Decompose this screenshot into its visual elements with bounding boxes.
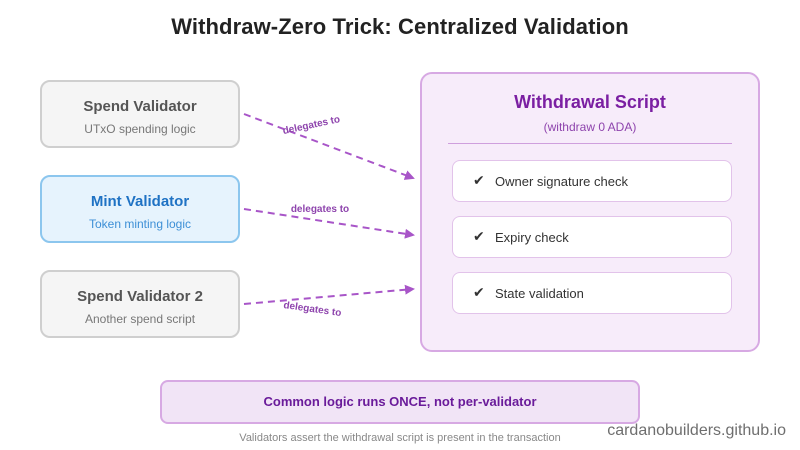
- checkmark-icon: ✔: [473, 228, 485, 244]
- check-label: Expiry check: [495, 230, 569, 245]
- arrow-mint-to-script: [243, 208, 415, 239]
- validator-subtitle: Token minting logic: [88, 217, 192, 231]
- summary-callout: Common logic runs ONCE, not per-validato…: [160, 380, 640, 424]
- arrow-label-1: delegates to: [282, 114, 341, 137]
- checkmark-icon: ✔: [473, 172, 485, 188]
- script-subtitle: (withdraw 0 ADA): [543, 120, 637, 134]
- validator-title: Mint Validator: [90, 193, 190, 210]
- validator-title: Spend Validator 2: [77, 288, 203, 305]
- check-item-owner-signature: ✔ Owner signature check: [452, 160, 732, 202]
- watermark-text: cardanobuilders.github.io: [607, 422, 786, 439]
- footnote: Validators assert the withdrawal script …: [239, 432, 561, 444]
- validator-title: Spend Validator: [83, 98, 197, 115]
- check-item-state-validation: ✔ State validation: [452, 272, 732, 314]
- validator-subtitle: Another spend script: [84, 312, 196, 326]
- mint-validator-box: Mint Validator Token minting logic: [40, 175, 240, 243]
- check-label: State validation: [495, 286, 584, 301]
- spend-validator-box: Spend Validator UTxO spending logic: [40, 80, 240, 148]
- check-item-expiry: ✔ Expiry check: [452, 216, 732, 258]
- diagram-title: Withdraw-Zero Trick: Centralized Validat…: [171, 14, 629, 39]
- arrow-spend-to-script: [243, 113, 415, 180]
- checkmark-icon: ✔: [473, 284, 485, 300]
- script-divider: [448, 143, 732, 144]
- validator-subtitle: UTxO spending logic: [84, 122, 196, 136]
- check-label: Owner signature check: [495, 174, 628, 189]
- script-title: Withdrawal Script: [514, 92, 666, 112]
- callout-text: Common logic runs ONCE, not per-validato…: [263, 394, 537, 409]
- arrow-spend2-to-script: [243, 284, 415, 305]
- withdrawal-script-box: Withdrawal Script (withdraw 0 ADA) ✔ Own…: [420, 72, 760, 352]
- spend-validator-2-box: Spend Validator 2 Another spend script: [40, 270, 240, 338]
- arrow-label-3: delegates to: [283, 300, 342, 319]
- arrow-label-2: delegates to: [291, 204, 349, 215]
